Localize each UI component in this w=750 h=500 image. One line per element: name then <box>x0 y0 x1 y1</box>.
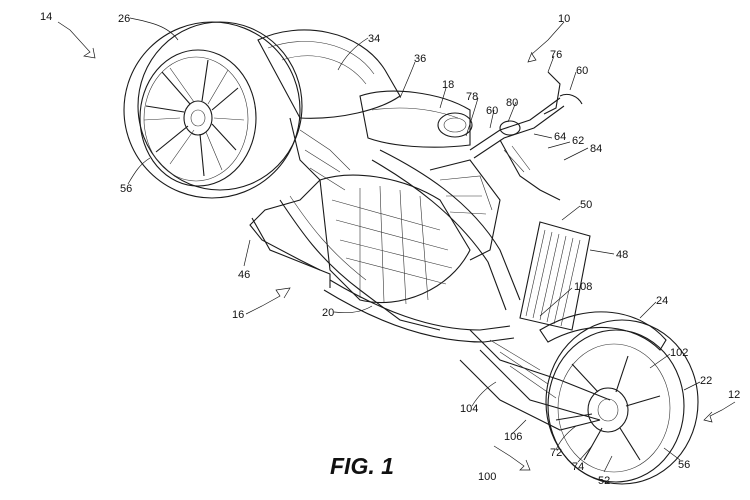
ref-20: 20 <box>322 307 334 319</box>
ref-74: 74 <box>572 461 584 473</box>
ref-18: 18 <box>442 79 454 91</box>
tank <box>359 90 473 148</box>
handlebars <box>469 71 583 201</box>
ref-76: 76 <box>550 49 562 61</box>
ref-50: 50 <box>580 199 592 211</box>
radiator <box>519 221 591 331</box>
rear-wheel <box>123 21 303 199</box>
ref-104: 104 <box>460 403 478 415</box>
rear-body <box>249 29 401 288</box>
leader-lines <box>57 17 736 473</box>
front-suspension <box>459 329 611 431</box>
ref-78: 78 <box>466 91 478 103</box>
ref-100: 100 <box>478 471 496 483</box>
ref-62: 62 <box>572 135 584 147</box>
ref-22: 22 <box>700 375 712 387</box>
ref-102: 102 <box>670 347 688 359</box>
ref-60-b: 60 <box>576 65 588 77</box>
frame <box>323 149 521 343</box>
ref-56-rear: 56 <box>120 183 132 195</box>
ref-108: 108 <box>574 281 592 293</box>
ref-52: 52 <box>598 475 610 487</box>
reference-numerals: 14 26 34 36 18 78 60 80 10 76 60 64 62 8… <box>40 11 740 487</box>
ref-84: 84 <box>590 143 602 155</box>
ref-106: 106 <box>504 431 522 443</box>
ref-16: 16 <box>232 309 244 321</box>
ref-26: 26 <box>118 13 130 25</box>
ref-64: 64 <box>554 131 566 143</box>
ref-14: 14 <box>40 11 52 23</box>
ref-36: 36 <box>414 53 426 65</box>
ref-72: 72 <box>550 447 562 459</box>
ref-80: 80 <box>506 97 518 109</box>
ref-56-front: 56 <box>678 459 690 471</box>
ref-12: 12 <box>728 389 740 401</box>
ref-34: 34 <box>368 33 380 45</box>
ref-48: 48 <box>616 249 628 261</box>
engine <box>279 159 501 331</box>
front-wheel <box>539 311 699 485</box>
ref-46: 46 <box>238 269 250 281</box>
ref-60-a: 60 <box>486 105 498 117</box>
figure-caption: FIG. 1 <box>330 453 394 479</box>
ref-10: 10 <box>558 13 570 25</box>
ref-24: 24 <box>656 295 668 307</box>
